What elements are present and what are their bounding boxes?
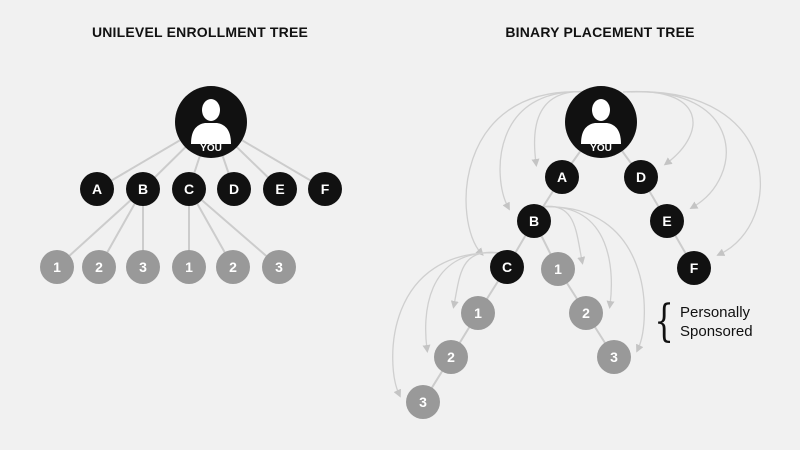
binary-node-f-label: F — [690, 260, 699, 276]
unilevel-node-e-circle — [263, 172, 297, 206]
binary-node-b1-label: 1 — [554, 261, 562, 277]
unilevel-node-c1-label: 1 — [185, 259, 193, 275]
unilevel-node-b-label: B — [138, 181, 148, 197]
binary-node-f: F — [677, 251, 711, 285]
binary-node-c1: 1 — [461, 296, 495, 330]
unilevel-node-b3: 3 — [126, 250, 160, 284]
binary-node-b1: 1 — [541, 252, 575, 286]
unilevel-node-a-circle — [80, 172, 114, 206]
binary-node-c3-label: 3 — [419, 394, 427, 410]
binary-node-b-label: B — [529, 213, 539, 229]
unilevel-node-b: B — [126, 172, 160, 206]
sponsor-arrow-you-e — [626, 91, 727, 210]
binary-node-c2-label: 2 — [447, 349, 455, 365]
unilevel-node-b1-circle — [40, 250, 74, 284]
binary-node-b3-circle — [597, 340, 631, 374]
binary-node-c: C — [490, 250, 524, 284]
unilevel-node-d-circle — [217, 172, 251, 206]
binary-node-e-circle — [650, 204, 684, 238]
person-silhouette-icon — [581, 99, 621, 144]
unilevel-node-b1: 1 — [40, 250, 74, 284]
unilevel-node-f-circle — [308, 172, 342, 206]
unilevel-node-b3-label: 3 — [139, 259, 147, 275]
unilevel-node-c1-circle — [172, 250, 206, 284]
unilevel-node-b-circle — [126, 172, 160, 206]
binary-node-d-label: D — [636, 169, 646, 185]
unilevel-node-f-label: F — [321, 181, 330, 197]
legend-line-1: Personally — [680, 304, 751, 321]
binary-node-b3-label: 3 — [610, 349, 618, 365]
tree-nodes: YOU A B C D E F 1 2 3 1 2 3 YOU A D B E C 1 F 1 2 2 3 3 — [40, 86, 711, 419]
binary-title: BINARY PLACEMENT TREE — [505, 24, 695, 40]
sponsor-arrow-you-f — [630, 91, 762, 256]
binary-node-a: A — [545, 160, 579, 194]
unilevel-edge-b-1 — [56, 188, 144, 268]
binary-node-c3-circle — [406, 385, 440, 419]
unilevel-node-c2-label: 2 — [229, 259, 237, 275]
unilevel-node-c3: 3 — [262, 250, 296, 284]
sponsor-arrow-c-c3 — [392, 252, 502, 398]
binary-node-b: B — [517, 204, 551, 238]
unilevel-title: UNILEVEL ENROLLMENT TREE — [91, 24, 309, 40]
binary-node-e: E — [650, 204, 684, 238]
binary-node-b1-circle — [541, 252, 575, 286]
binary-node-a-label: A — [557, 169, 567, 185]
curly-brace-icon: { — [654, 296, 674, 347]
binary-node-d-circle — [624, 160, 658, 194]
sponsor-arrow-you-b — [499, 91, 588, 211]
binary-node-f-circle — [677, 251, 711, 285]
legend-line-2: Sponsored — [680, 323, 753, 340]
personally-sponsored-legend: { Personally Sponsored — [650, 296, 753, 347]
binary-node-b2-label: 2 — [582, 305, 590, 321]
unilevel-node-b2-circle — [82, 250, 116, 284]
binary-node-a-circle — [545, 160, 579, 194]
binary-node-b2: 2 — [569, 296, 603, 330]
unilevel-node-d-label: D — [229, 181, 239, 197]
binary-node-c-label: C — [502, 259, 512, 275]
you-label: YOU — [200, 143, 222, 154]
unilevel-node-c2: 2 — [216, 250, 250, 284]
unilevel-node-c2-circle — [216, 250, 250, 284]
unilevel-node-f: F — [308, 172, 342, 206]
binary-node-b-circle — [517, 204, 551, 238]
sponsor-arrows — [392, 90, 762, 398]
binary-node-b3: 3 — [597, 340, 631, 374]
binary-node-d: D — [624, 160, 658, 194]
unilevel-root-you: YOU — [175, 86, 247, 158]
unilevel-node-a: A — [80, 172, 114, 206]
unilevel-node-b3-circle — [126, 250, 160, 284]
binary-node-c-circle — [490, 250, 524, 284]
binary-node-c2: 2 — [434, 340, 468, 374]
binary-node-c1-circle — [461, 296, 495, 330]
unilevel-node-c-circle — [172, 172, 206, 206]
unilevel-node-b1-label: 1 — [53, 259, 61, 275]
unilevel-node-e: E — [263, 172, 297, 206]
binary-node-e-label: E — [662, 213, 671, 229]
unilevel-node-d: D — [217, 172, 251, 206]
sponsor-arrow-b-b3 — [539, 206, 645, 353]
unilevel-node-c: C — [172, 172, 206, 206]
binary-node-c1-label: 1 — [474, 305, 482, 321]
unilevel-node-e-label: E — [275, 181, 284, 197]
unilevel-node-b2: 2 — [82, 250, 116, 284]
unilevel-node-c3-circle — [262, 250, 296, 284]
person-silhouette-icon — [191, 99, 231, 144]
unilevel-node-a-label: A — [92, 181, 102, 197]
binary-node-c2-circle — [434, 340, 468, 374]
unilevel-node-c-label: C — [184, 181, 194, 197]
unilevel-edge-c-3 — [188, 188, 280, 268]
binary-node-c3: 3 — [406, 385, 440, 419]
sponsor-arrow-you-c — [465, 91, 584, 256]
you-label: YOU — [590, 143, 612, 154]
unilevel-node-b2-label: 2 — [95, 259, 103, 275]
unilevel-node-c1: 1 — [172, 250, 206, 284]
unilevel-node-c3-label: 3 — [275, 259, 283, 275]
sponsor-arrow-b-b2 — [539, 206, 615, 309]
binary-root-you: YOU — [565, 86, 637, 158]
binary-node-b2-circle — [569, 296, 603, 330]
